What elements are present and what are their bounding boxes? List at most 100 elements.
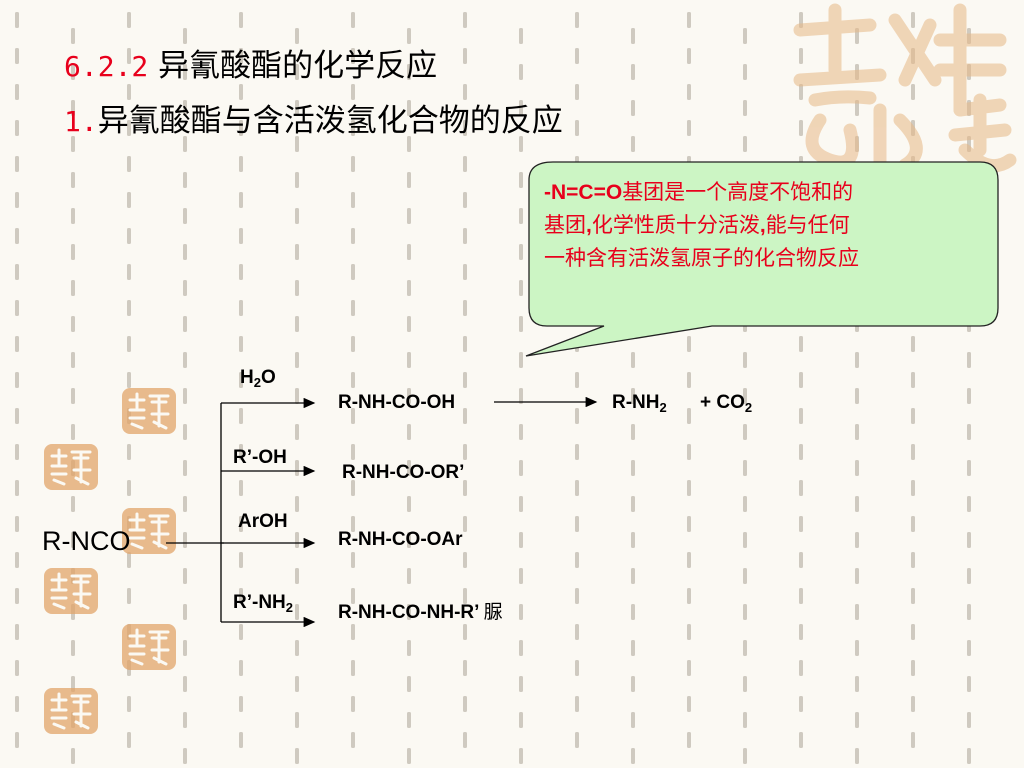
background-dash xyxy=(407,172,411,188)
background-dash xyxy=(463,552,467,568)
background-dash xyxy=(127,120,131,136)
background-dash xyxy=(519,388,523,404)
background-dash xyxy=(239,588,243,604)
background-dash xyxy=(519,208,523,224)
background-dash xyxy=(239,48,243,64)
background-dash xyxy=(519,640,523,656)
background-dash xyxy=(351,228,355,244)
background-dash xyxy=(687,696,691,712)
background-dash xyxy=(911,588,915,604)
background-dash xyxy=(15,156,19,172)
background-dash xyxy=(239,264,243,280)
background-dash xyxy=(519,64,523,80)
background-dash xyxy=(575,480,579,496)
background-dash xyxy=(687,48,691,64)
subsection-number: 1. xyxy=(64,105,98,138)
background-dash xyxy=(71,424,75,440)
background-dash xyxy=(239,120,243,136)
background-dash xyxy=(575,372,579,388)
background-dash xyxy=(463,516,467,532)
background-dash xyxy=(799,696,803,712)
background-dash xyxy=(183,352,187,368)
background-dash xyxy=(687,624,691,640)
background-dash xyxy=(855,100,859,116)
background-dash xyxy=(463,696,467,712)
background-dash xyxy=(911,444,915,460)
background-dash xyxy=(351,156,355,172)
background-dash xyxy=(407,388,411,404)
background-dash xyxy=(687,444,691,460)
background-dash xyxy=(743,100,747,116)
background-dash xyxy=(407,136,411,152)
background-dash xyxy=(463,336,467,352)
background-dash xyxy=(463,372,467,388)
background-dash xyxy=(239,696,243,712)
background-dash xyxy=(911,408,915,424)
background-dash xyxy=(183,640,187,656)
background-dash xyxy=(911,732,915,748)
background-dash xyxy=(407,64,411,80)
background-dash xyxy=(407,496,411,512)
background-dash xyxy=(575,84,579,100)
section-title: 6.2.2 异氰酸酯的化学反应 xyxy=(64,48,437,85)
background-dash xyxy=(967,352,971,368)
background-dash xyxy=(239,732,243,748)
background-dash xyxy=(967,532,971,548)
background-dash xyxy=(295,496,299,512)
background-dash xyxy=(183,568,187,584)
background-dash xyxy=(519,712,523,728)
background-dash xyxy=(687,516,691,532)
background-dash xyxy=(127,156,131,172)
section-number: 6.2.2 xyxy=(64,50,149,83)
background-dash xyxy=(183,172,187,188)
background-dash xyxy=(239,84,243,100)
urea-label: 脲 xyxy=(483,601,503,623)
background-dash xyxy=(631,604,635,620)
background-dash xyxy=(351,516,355,532)
background-dash xyxy=(519,424,523,440)
large-seal-watermark xyxy=(793,3,1017,173)
background-dash xyxy=(351,264,355,280)
background-dash xyxy=(743,64,747,80)
background-dash xyxy=(71,496,75,512)
background-dash xyxy=(799,588,803,604)
background-dash xyxy=(463,192,467,208)
background-dash xyxy=(183,28,187,44)
background-dash xyxy=(743,424,747,440)
background-dash xyxy=(15,408,19,424)
background-dash xyxy=(519,676,523,692)
background-dash xyxy=(855,388,859,404)
background-dash xyxy=(799,624,803,640)
background-dash xyxy=(71,244,75,260)
background-dash xyxy=(239,516,243,532)
background-dash xyxy=(631,676,635,692)
background-dash xyxy=(687,84,691,100)
background-dash xyxy=(127,12,131,28)
background-dash xyxy=(15,300,19,316)
background-dash xyxy=(519,172,523,188)
background-dash xyxy=(407,568,411,584)
background-dash xyxy=(967,460,971,476)
background-dash xyxy=(127,480,131,496)
background-dash xyxy=(183,280,187,296)
background-dash xyxy=(799,84,803,100)
background-dash xyxy=(15,120,19,136)
background-dash xyxy=(911,480,915,496)
background-dash xyxy=(855,424,859,440)
background-dash xyxy=(15,660,19,676)
background-dash xyxy=(15,48,19,64)
background-dash xyxy=(575,588,579,604)
background-dash xyxy=(407,424,411,440)
background-dash xyxy=(631,352,635,368)
background-dash xyxy=(855,712,859,728)
background-dash xyxy=(799,552,803,568)
background-dash xyxy=(463,264,467,280)
background-dash xyxy=(295,172,299,188)
background-dash xyxy=(15,228,19,244)
product-amine: R-NH2 xyxy=(612,392,667,415)
background-dash xyxy=(407,748,411,764)
background-dash xyxy=(295,352,299,368)
background-dash xyxy=(71,172,75,188)
